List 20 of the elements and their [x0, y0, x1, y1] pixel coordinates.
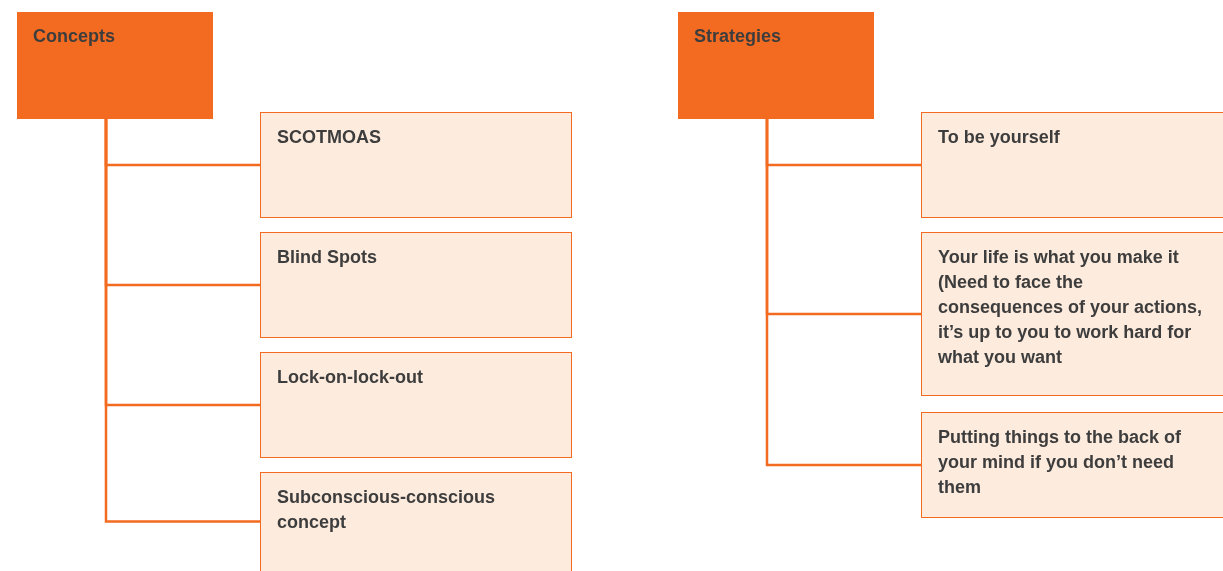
- connector-line: [765, 119, 921, 467]
- topic-box: [260, 352, 572, 458]
- topic-box: [260, 232, 572, 338]
- topic-box: [260, 472, 572, 571]
- box-text: To be yourself: [938, 126, 1061, 149]
- topic-box: [921, 412, 1223, 518]
- header-box: [17, 12, 213, 119]
- topic-box: [921, 112, 1223, 218]
- box-text: Strategies: [694, 25, 783, 48]
- box-text: SCOTMOAS: [277, 126, 382, 149]
- connector-line: [104, 119, 260, 523]
- box-text: Subconscious-conscious concept: [277, 486, 497, 534]
- topic-box: [921, 232, 1223, 396]
- box-text: Concepts: [33, 25, 116, 48]
- box-text: Putting things to the back of your mind if you don’t need them: [938, 426, 1182, 499]
- box-text: Blind Spots: [277, 246, 378, 269]
- header-box: [678, 12, 874, 119]
- box-text: Lock-on-lock-out: [277, 366, 424, 389]
- topic-box: [260, 112, 572, 218]
- box-text: Your life is what you make it (Need to face the consequences of your actions, it’s up to you to work hard for what you want: [938, 246, 1204, 369]
